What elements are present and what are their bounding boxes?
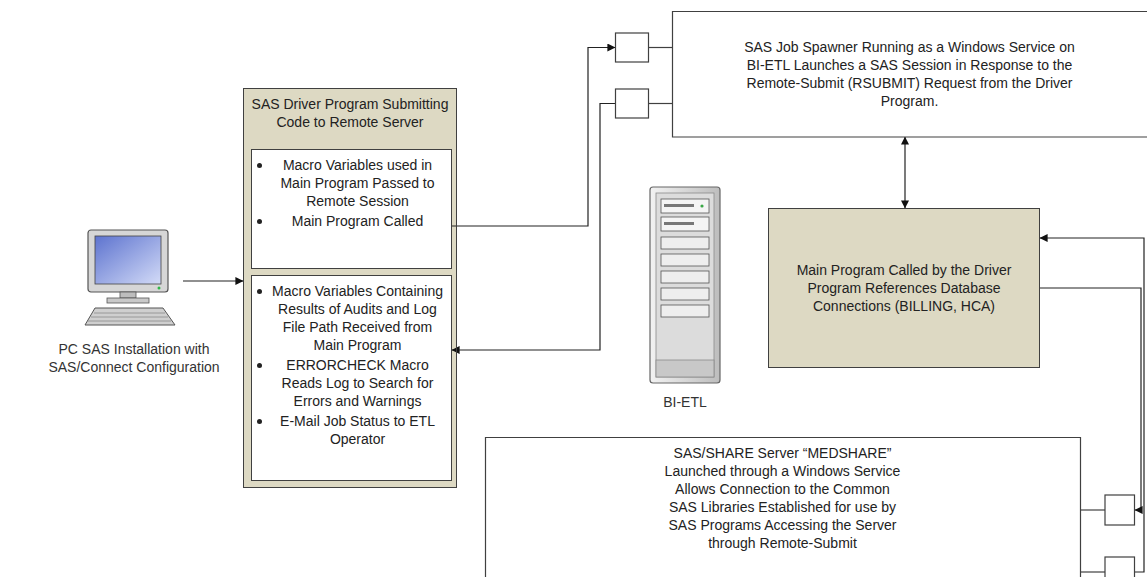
bullet-list: Macro Variables used in Main Program Pas… — [252, 150, 451, 230]
computer-node: PC SAS Installation with SAS/Connect Con… — [85, 228, 183, 330]
region-border — [673, 12, 1147, 138]
port-line — [1081, 571, 1106, 572]
drive-bay — [661, 254, 709, 266]
box-heading: SAS Driver Program Submitting Code to Re… — [248, 95, 452, 131]
drive-bay — [661, 305, 709, 317]
bullet-item: E-Mail Job Status to ETL Operator — [256, 412, 447, 448]
keyboard — [85, 308, 175, 325]
connector-arrow — [904, 137, 905, 208]
server-front — [656, 193, 714, 377]
port-line — [649, 103, 673, 104]
bullet-box: Macro Variables Containing Results of Au… — [251, 275, 452, 481]
monitor-frame — [88, 230, 168, 292]
key-row — [91, 317, 168, 318]
drive-bay — [661, 217, 709, 231]
key-row — [88, 321, 171, 322]
monitor-stand — [120, 292, 136, 298]
port-box — [1105, 557, 1135, 577]
connector-arrow — [452, 48, 615, 227]
status-led — [700, 204, 703, 207]
connector-arrow — [183, 280, 243, 281]
drive-slot — [664, 204, 694, 207]
bullet-item: Macro Variables Containing Results of Au… — [256, 282, 447, 354]
port-line — [649, 47, 673, 48]
port-box — [616, 33, 649, 62]
server-icon — [650, 187, 720, 383]
monitor-screen — [95, 236, 161, 284]
port-box — [616, 89, 649, 118]
power-led — [158, 287, 161, 290]
port-box — [1105, 495, 1135, 525]
connector-arrow — [452, 104, 615, 351]
box-text: SAS/SHARE Server “MEDSHARE” Launched thr… — [663, 444, 903, 552]
text-holder: Main Program Called by the Driver Progra… — [786, 261, 1022, 315]
driver-program-box: SAS Driver Program Submitting Code to Re… — [243, 88, 457, 488]
text-holder: SAS Job Spawner Running as a Windows Ser… — [672, 11, 1147, 137]
box-text: Main Program Called by the Driver Progra… — [786, 261, 1022, 315]
drive-bay — [661, 271, 709, 283]
text-holder: SAS/SHARE Server “MEDSHARE” Launched thr… — [485, 444, 1080, 552]
server-label: BI-ETL — [645, 393, 725, 411]
connector-arrow — [1040, 288, 1141, 510]
region-outline — [615, 11, 1147, 138]
job-spawner-region: SAS Job Spawner Running as a Windows Ser… — [615, 11, 1147, 137]
drive-bay — [661, 288, 709, 300]
icon-caption: PC SAS Installation with SAS/Connect Con… — [27, 340, 241, 376]
monitor-base — [107, 298, 149, 303]
drive-bay — [661, 199, 709, 213]
bullet-list: Macro Variables Containing Results of Au… — [252, 276, 451, 448]
drive-bay — [661, 237, 709, 249]
driver-box-fill — [243, 88, 457, 488]
text-holder: PC SAS Installation with SAS/Connect Con… — [27, 340, 241, 376]
region-border — [486, 438, 1081, 577]
main-program-box: Main Program Called by the Driver Progra… — [768, 208, 1040, 368]
port-line — [1081, 509, 1106, 510]
connector-arrow — [1040, 238, 1144, 572]
server-base — [656, 360, 714, 377]
bullet-item: Macro Variables used in Main Program Pas… — [256, 156, 447, 210]
text-holder: SAS Driver Program Submitting Code to Re… — [244, 89, 456, 131]
computer-icon — [85, 228, 183, 330]
box-text: SAS Job Spawner Running as a Windows Ser… — [740, 38, 1080, 110]
key-row — [94, 313, 165, 314]
bullet-box: Macro Variables used in Main Program Pas… — [251, 149, 452, 269]
server-body — [650, 187, 720, 383]
bullet-item: Main Program Called — [256, 212, 447, 230]
bullet-item: ERRORCHECK Macro Reads Log to Search for… — [256, 356, 447, 410]
share-server-region: SAS/SHARE Server “MEDSHARE” Launched thr… — [485, 437, 1135, 577]
drive-slot — [664, 222, 694, 225]
